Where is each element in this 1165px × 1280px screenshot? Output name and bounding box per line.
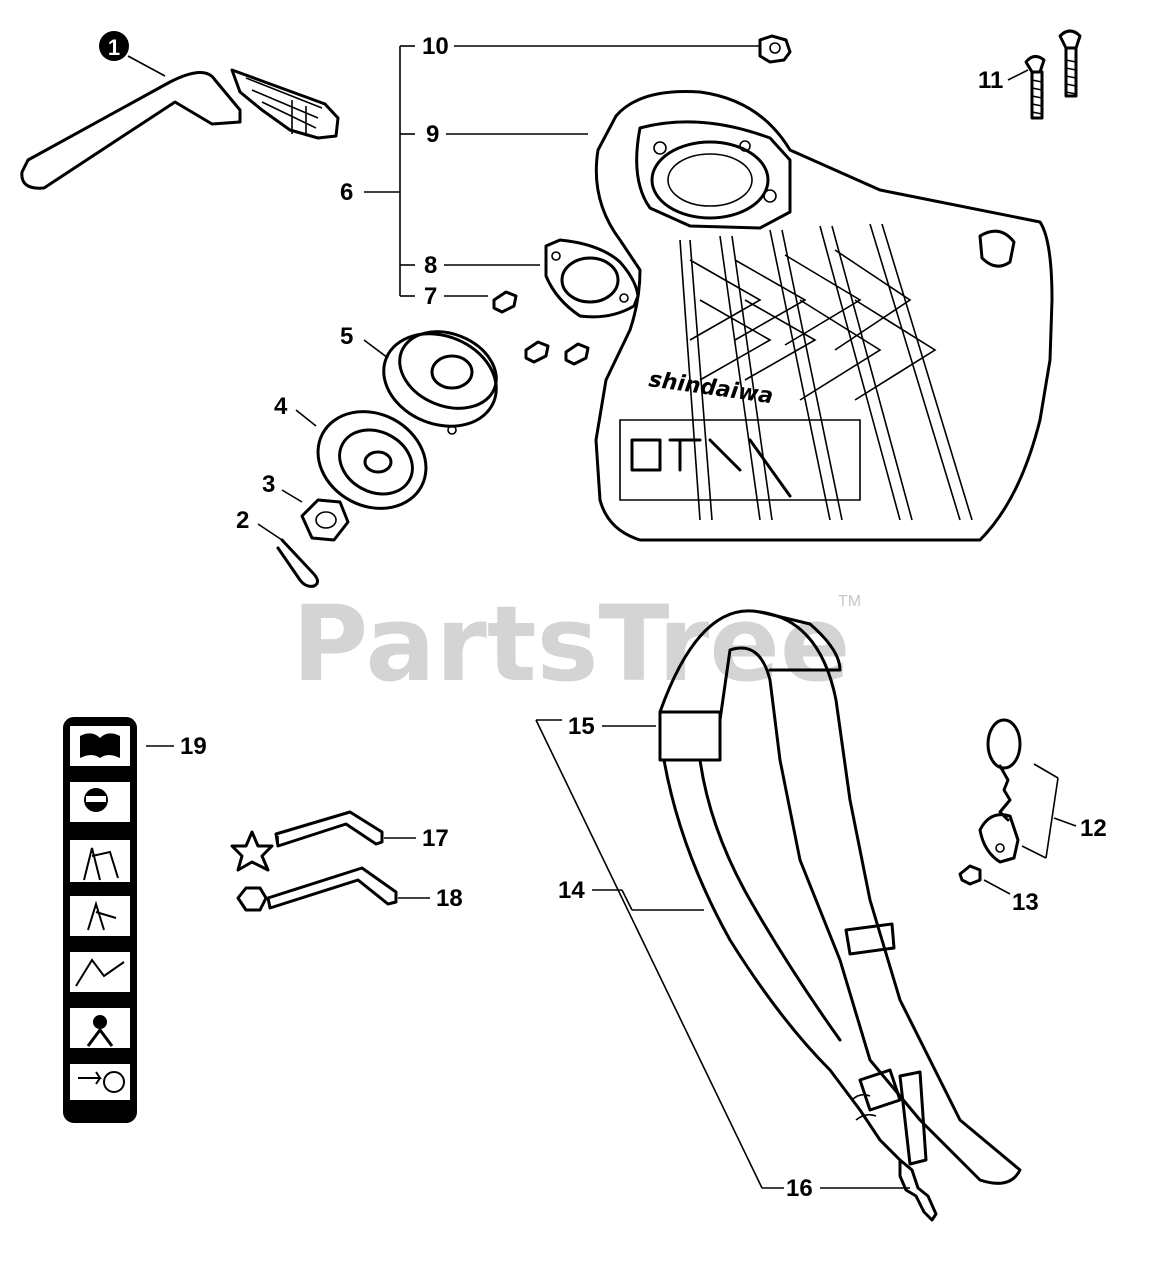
callout-11[interactable]: 11 [978, 67, 1003, 94]
leader-14-b [621, 889, 633, 911]
leader-5 [363, 339, 389, 359]
part-19-decal[interactable] [63, 717, 137, 1123]
part-13-screw[interactable] [958, 864, 982, 886]
callout-8[interactable]: 8 [424, 252, 437, 279]
callout-19[interactable]: 19 [180, 733, 207, 760]
callout-12[interactable]: 12 [1080, 815, 1107, 842]
callout-17[interactable]: 17 [422, 825, 449, 852]
part-2-cotter-pin[interactable] [276, 538, 319, 588]
callout-6[interactable]: 6 [340, 179, 353, 206]
leader-13 [983, 879, 1011, 895]
part-18-hex-wrench[interactable] [236, 866, 398, 912]
part-3-nut[interactable] [300, 498, 350, 542]
watermark-text: PartsTree [292, 583, 850, 705]
callout-9[interactable]: 9 [426, 121, 439, 148]
part-14-harness[interactable] [658, 609, 1022, 1222]
callout-2[interactable]: 2 [236, 507, 249, 534]
callout-14[interactable]: 14 [558, 877, 585, 904]
part-8-plate[interactable] [544, 238, 640, 319]
part-12-hook[interactable] [978, 718, 1022, 864]
leader-2 [257, 523, 283, 541]
callout-15[interactable]: 15 [568, 713, 595, 740]
leader-3 [281, 489, 303, 503]
callout-1[interactable]: 1 [108, 35, 120, 60]
part-17-torx-wrench[interactable] [230, 810, 384, 872]
callout-10[interactable]: 10 [422, 33, 449, 60]
part-7-screws[interactable] [492, 290, 590, 366]
callout-16[interactable]: 16 [786, 1175, 813, 1202]
leader-12-c [1021, 845, 1047, 859]
callout-5[interactable]: 5 [340, 323, 353, 350]
callout-7[interactable]: 7 [424, 283, 437, 310]
leader-12 [1053, 817, 1077, 827]
part-11-screws[interactable] [1024, 29, 1082, 120]
part-1-handle[interactable] [20, 68, 340, 190]
part-9-guard[interactable] [594, 90, 1054, 542]
callout-3[interactable]: 3 [262, 471, 275, 498]
callout-13[interactable]: 13 [1012, 889, 1039, 916]
part-4-washer[interactable] [301, 393, 443, 527]
callout-18[interactable]: 18 [436, 885, 463, 912]
bracket-group-6 [364, 45, 415, 297]
part-10-nut[interactable] [758, 34, 792, 64]
leader-4 [295, 409, 317, 427]
part-5-collar[interactable] [370, 317, 511, 442]
callout-4[interactable]: 4 [274, 393, 288, 420]
callout-1-badge [99, 31, 129, 61]
leader-12-b [1045, 777, 1059, 859]
leader-1 [127, 55, 166, 77]
leader-14-bracket-side [535, 719, 763, 1189]
leader-12-a [1033, 763, 1059, 779]
leader-11 [1007, 69, 1029, 81]
watermark-trademark: TM [838, 593, 861, 610]
